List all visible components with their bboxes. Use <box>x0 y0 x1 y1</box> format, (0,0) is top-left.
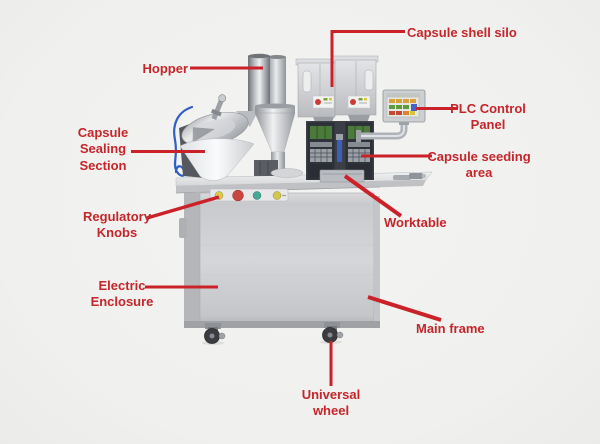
label-worktable: Worktable <box>384 215 447 230</box>
label-main-frame: Main frame <box>416 321 485 336</box>
knob-yellow-1 <box>214 191 224 200</box>
silo-sticker <box>312 95 335 109</box>
capsule-shell-silo-left <box>295 58 338 127</box>
label-line: Panel <box>470 116 506 132</box>
plc-screen-buttons <box>389 99 417 115</box>
capsule-sealing-bowl <box>179 138 255 181</box>
sealing-lid <box>181 111 249 147</box>
label-capsule-shell-silo: Capsule shell silo <box>407 25 517 40</box>
capsule-seeding-area-part <box>306 121 374 183</box>
label-regulatory-knobs: Regulatory Knobs <box>77 209 157 240</box>
label-capsule-seeding-area: Capsule seeding area <box>424 149 534 180</box>
label-plc-control-panel: PLC Control Panel <box>443 101 533 132</box>
control-buttons <box>209 188 289 202</box>
label-line: Capsule seeding <box>427 149 531 164</box>
blue-rod <box>337 140 342 162</box>
capsule-shell-silo-right <box>332 55 379 126</box>
plc-panel <box>382 89 426 125</box>
label-line: Section <box>79 157 127 173</box>
knob-red <box>232 189 244 202</box>
worktable-tray-block <box>319 169 365 183</box>
knob-yellow-2 <box>272 191 282 200</box>
label-line: Knobs <box>96 224 138 240</box>
lid-handle <box>211 94 227 121</box>
hopper-part <box>236 53 286 127</box>
caster-wheel-left <box>202 323 226 345</box>
label-line: Capsule <box>77 125 129 140</box>
label-electric-enclosure: Electric Enclosure <box>89 278 155 309</box>
label-line: area <box>465 164 493 180</box>
label-line: Enclosure <box>90 293 154 309</box>
label-hopper: Hopper <box>142 61 189 76</box>
label-line: PLC Control <box>450 101 526 116</box>
center-post <box>336 134 343 140</box>
silo-sticker <box>347 95 371 109</box>
hopper-funnel <box>254 103 304 178</box>
label-line: Universal <box>301 387 361 402</box>
side-hinge <box>179 218 187 238</box>
label-capsule-sealing-section: Capsule Sealing Section <box>68 125 138 174</box>
plc-pipe <box>356 120 408 142</box>
label-universal-wheel: Universal wheel <box>298 387 364 418</box>
cabinet <box>179 192 380 328</box>
blue-tube <box>173 105 194 177</box>
label-line: Regulatory <box>83 209 151 224</box>
label-line: Electric <box>98 278 146 293</box>
label-line: Sealing <box>79 141 127 157</box>
knob-teal <box>252 191 262 200</box>
label-line: wheel <box>312 402 350 418</box>
